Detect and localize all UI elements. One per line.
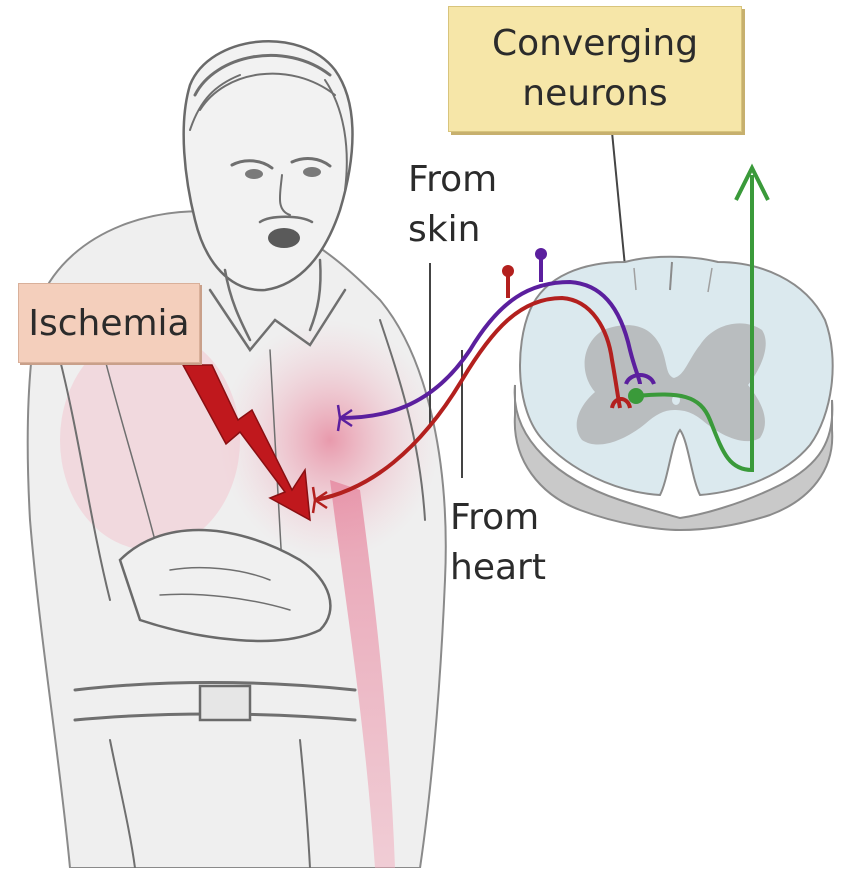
from-heart-line1: From [450,493,546,543]
person-sketch [28,41,446,868]
converging-label-line1: Converging [492,19,698,69]
converging-label-line2: neurons [522,69,667,119]
from-skin-label: From skin [408,155,497,255]
from-skin-line1: From [408,155,497,205]
ischemia-label: Ischemia [28,303,189,344]
from-heart-label: From heart [450,493,546,593]
ischemia-label-box: Ischemia [18,283,200,363]
from-heart-line2: heart [450,543,546,593]
from-skin-line2: skin [408,205,497,255]
converging-neurons-label-box: Converging neurons [448,6,742,132]
